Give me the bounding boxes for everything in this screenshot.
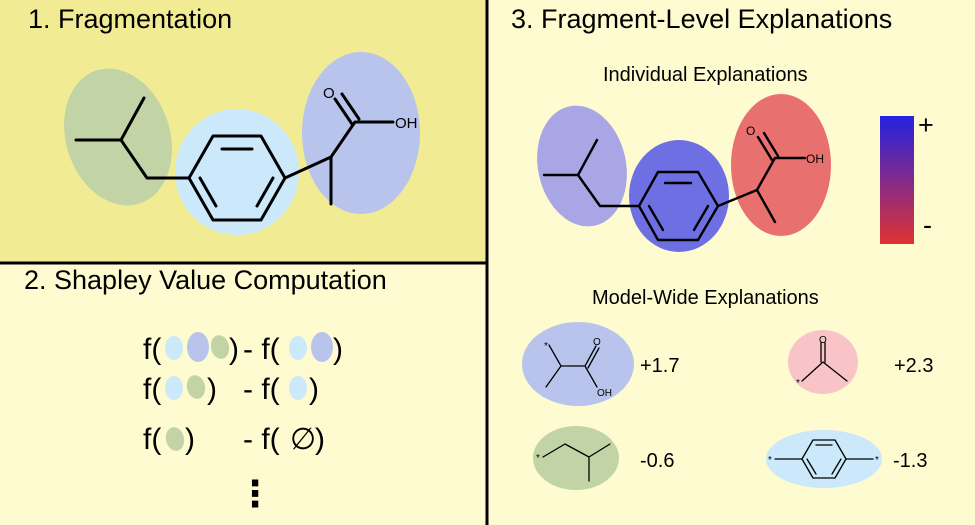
panel-fragmentation-title: 1. Fragmentation (28, 4, 232, 34)
hydroxyl-atom-label: OH (806, 152, 824, 166)
phenylene-bonds (774, 444, 874, 475)
benzene-fragment-icon (165, 336, 183, 360)
panel-fragment-level: 3. Fragment-Level Explanations Individua… (511, 4, 934, 490)
propanoic-acid-bonds (545, 344, 600, 388)
oxygen-atom-label: O (746, 124, 755, 138)
acid-fragment-icon (311, 332, 333, 362)
isobutyl-bonds (542, 138, 641, 208)
row-2-left-close: ) (207, 373, 217, 406)
oxygen-atom-label: O (323, 85, 335, 102)
acid-bonds (283, 92, 395, 206)
row-2-right-close: ) (309, 373, 319, 406)
row-1-left-open: f( (143, 333, 161, 366)
model-wide-item-phenylene: * * -1.3 (766, 430, 927, 488)
colorbar-minus-label: - (923, 210, 932, 240)
panel-shapley-title: 2. Shapley Value Computation (24, 265, 387, 295)
benzene-fragment-icon (165, 376, 183, 400)
fragment-isobutyl (64, 68, 172, 206)
fragment-propanoic-acid (522, 322, 634, 406)
shapley-row-3: f( ) - f( ∅ ) (143, 423, 325, 456)
panel-fragment-level-title: 3. Fragment-Level Explanations (511, 4, 892, 34)
row-3-left-open: f( (143, 423, 161, 456)
fragment-phenylene (766, 430, 882, 488)
row-3-right-open: - f( (243, 423, 280, 456)
acetyl-bonds (801, 342, 848, 382)
colorbar-plus-label: + (918, 110, 934, 140)
fragment-isobutyl (533, 426, 619, 490)
hydroxyl-atom-label: OH (395, 115, 418, 132)
benzene-fragment-icon (289, 336, 307, 360)
isobutyl-bonds (74, 96, 191, 180)
individual-explanations-title: Individual Explanations (603, 64, 808, 86)
individual-explanation-molecule: O OH (537, 94, 831, 252)
attachment-point-label: * (796, 378, 800, 389)
isobutyl-bonds (542, 443, 611, 482)
attachment-point-label: * (544, 341, 548, 352)
row-2-left-open: f( (143, 373, 161, 406)
acetyl-value: +2.3 (894, 355, 933, 377)
color-scale: + - (880, 110, 934, 244)
row-3-right-close: ) (315, 423, 325, 456)
model-wide-item-isobutyl: * -0.6 (533, 426, 674, 490)
model-wide-item-acetyl: O * +2.3 (788, 330, 933, 394)
fragment-benzene-attribution (629, 140, 729, 252)
attachment-point-label: * (536, 453, 540, 464)
fragment-carboxylic-acid (302, 52, 420, 214)
continuation-ellipsis: ⋮ (237, 473, 273, 514)
fragmented-molecule: O OH (64, 52, 420, 235)
phenylene-value: -1.3 (893, 450, 927, 472)
fragment-acid-attribution (731, 94, 831, 236)
fragment-benzene (175, 109, 299, 235)
row-3-left-close: ) (185, 423, 195, 456)
isobutyl-fragment-icon (210, 335, 230, 359)
shapley-row-1: f( ) - f( ) (143, 332, 343, 366)
panel-shapley: 2. Shapley Value Computation f( ) - f( )… (24, 265, 387, 514)
panel-fragmentation: 1. Fragmentation O OH (0, 0, 487, 263)
benzene-fragment-icon (289, 376, 307, 400)
empty-set-symbol: ∅ (290, 423, 316, 456)
right-attachment-point-label: * (875, 455, 879, 466)
left-attachment-point-label: * (768, 455, 772, 466)
benzene-double-bonds (647, 181, 710, 232)
hydroxyl-atom-label: OH (597, 388, 612, 399)
colorbar (880, 116, 914, 244)
row-1-left-close: ) (229, 333, 239, 366)
row-1-right-close: ) (333, 333, 343, 366)
acid-bonds (716, 131, 807, 224)
row-1-right-open: - f( (243, 333, 280, 366)
acid-fragment-icon (187, 332, 209, 362)
isobutyl-value: -0.6 (640, 450, 674, 472)
isobutyl-fragment-icon (165, 427, 185, 451)
oxygen-atom-label: O (819, 335, 827, 346)
isobutyl-fragment-icon (186, 375, 206, 399)
model-wide-explanations-title: Model-Wide Explanations (592, 287, 819, 309)
propanoic-acid-value: +1.7 (640, 355, 679, 377)
row-2-right-open: - f( (243, 373, 280, 406)
benzene-double-bonds (198, 147, 275, 208)
shapley-row-2: f( ) - f( ) (143, 373, 319, 406)
model-wide-item-propanoic-acid: * O OH +1.7 (522, 322, 679, 406)
oxygen-atom-label: O (593, 337, 601, 348)
